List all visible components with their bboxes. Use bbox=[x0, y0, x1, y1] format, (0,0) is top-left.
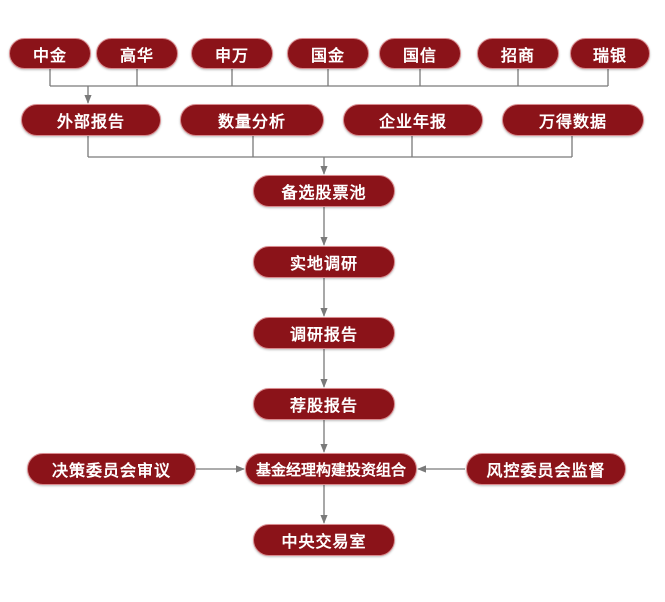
field-research-box: 实地调研 bbox=[253, 246, 395, 278]
portfolio-construction-box: 基金经理构建投资组合 bbox=[245, 453, 417, 485]
research-report-box: 调研报告 bbox=[253, 317, 395, 349]
source-box-zhaoshang: 招商 bbox=[477, 38, 559, 69]
input-box-external-reports: 外部报告 bbox=[21, 104, 161, 136]
central-trading-room-box: 中央交易室 bbox=[253, 524, 395, 556]
input-box-annual-reports: 企业年报 bbox=[343, 104, 483, 136]
source-box-zhongjin: 中金 bbox=[9, 38, 91, 69]
recommendation-report-box: 荐股报告 bbox=[253, 388, 395, 420]
input-box-wind-data: 万得数据 bbox=[502, 104, 644, 136]
source-box-shenwan: 申万 bbox=[191, 38, 273, 69]
source-box-ruiyin: 瑞银 bbox=[570, 38, 650, 69]
input-box-quant-analysis: 数量分析 bbox=[180, 104, 324, 136]
candidate-stock-pool-box: 备选股票池 bbox=[253, 175, 395, 207]
source-box-guoxin: 国信 bbox=[379, 38, 461, 69]
source-box-gaohua: 高华 bbox=[96, 38, 178, 69]
decision-committee-box: 决策委员会审议 bbox=[27, 453, 196, 485]
source-box-guojin: 国金 bbox=[287, 38, 369, 69]
risk-committee-box: 风控委员会监督 bbox=[466, 453, 626, 485]
